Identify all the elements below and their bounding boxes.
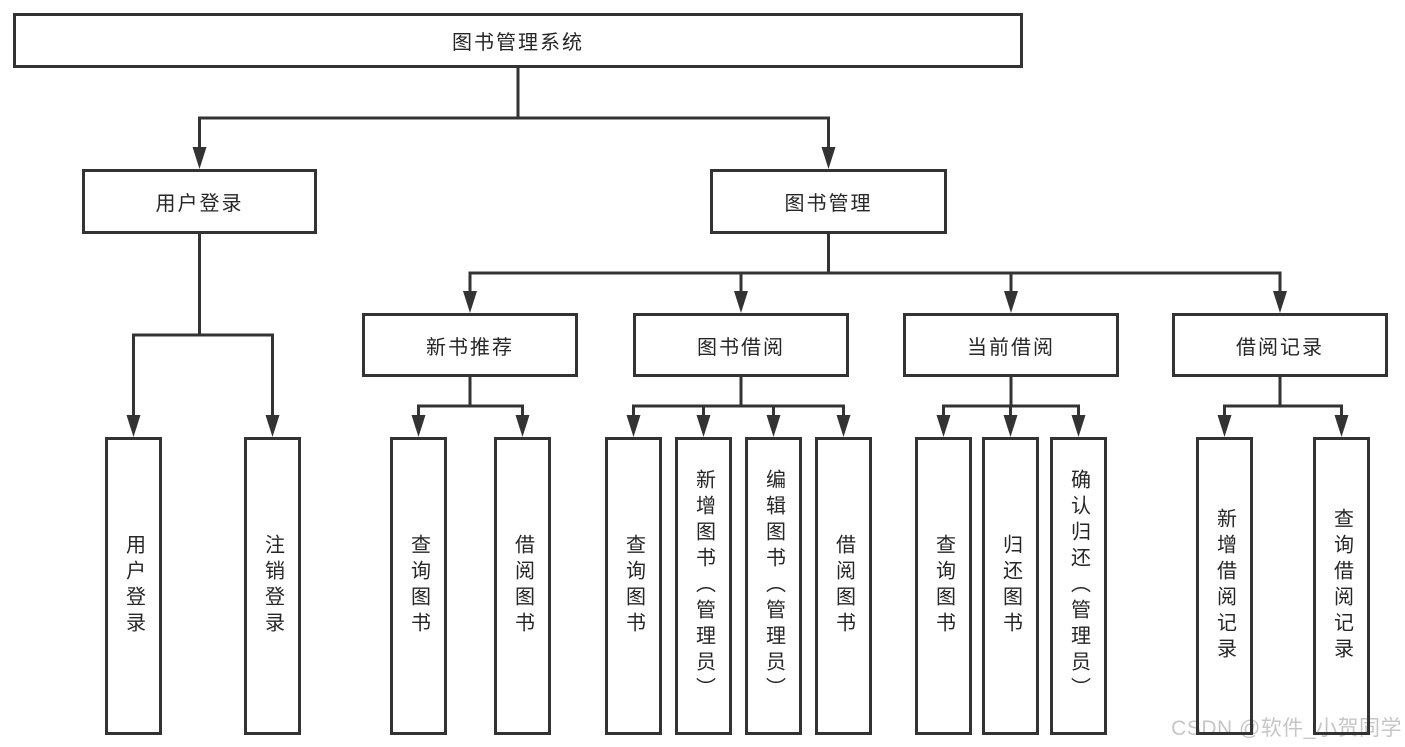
leaf-return-book: 归还图书: [982, 437, 1039, 735]
node-system-root-label: 图书管理系统: [452, 32, 584, 54]
node-system-root: 图书管理系统: [13, 13, 1023, 68]
leaf-edit-book-admin-label: 编辑图书（管理员）: [762, 469, 785, 703]
leaf-query-books-2-label: 查询图书: [622, 534, 645, 638]
leaf-add-borrow-record-label: 新增借阅记录: [1213, 508, 1236, 664]
leaf-query-books-2: 查询图书: [605, 437, 662, 735]
leaf-query-books-3-label: 查询图书: [932, 534, 955, 638]
leaf-add-book-admin: 新增图书（管理员）: [675, 437, 732, 735]
leaf-borrow-books-1-label: 借阅图书: [511, 534, 534, 638]
node-new-book-recommend-label: 新书推荐: [426, 336, 514, 359]
leaf-logout: 注销登录: [244, 437, 301, 735]
leaf-borrow-books-2: 借阅图书: [815, 437, 872, 735]
leaf-query-borrow-record-label: 查询借阅记录: [1330, 508, 1353, 664]
node-user-login: 用户登录: [82, 169, 317, 234]
leaf-query-books-1: 查询图书: [390, 437, 447, 735]
leaf-return-book-label: 归还图书: [999, 534, 1022, 638]
leaf-add-book-admin-label: 新增图书（管理员）: [692, 469, 715, 703]
leaf-confirm-return-admin-label: 确认归还（管理员）: [1067, 469, 1090, 703]
leaf-query-books-1-label: 查询图书: [407, 534, 430, 638]
node-current-borrow-label: 当前借阅: [967, 336, 1055, 359]
leaf-add-borrow-record: 新增借阅记录: [1196, 437, 1253, 735]
leaf-borrow-books-2-label: 借阅图书: [832, 534, 855, 638]
leaf-logout-label: 注销登录: [261, 534, 284, 638]
leaf-confirm-return-admin: 确认归还（管理员）: [1050, 437, 1107, 735]
node-borrow-record: 借阅记录: [1172, 313, 1388, 377]
node-book-borrow: 图书借阅: [633, 313, 849, 377]
leaf-query-borrow-record: 查询借阅记录: [1313, 437, 1370, 735]
leaf-user-login: 用户登录: [105, 437, 162, 735]
leaf-edit-book-admin: 编辑图书（管理员）: [745, 437, 802, 735]
leaf-user-login-label: 用户登录: [122, 534, 145, 638]
leaf-query-books-3: 查询图书: [915, 437, 972, 735]
node-book-management: 图书管理: [710, 169, 947, 234]
node-book-management-label: 图书管理: [784, 193, 873, 215]
node-user-login-label: 用户登录: [155, 193, 244, 215]
watermark: CSDN @软件_小贺同学: [1171, 717, 1402, 740]
node-book-borrow-label: 图书借阅: [697, 336, 785, 359]
leaf-borrow-books-1: 借阅图书: [494, 437, 551, 735]
node-current-borrow: 当前借阅: [903, 313, 1119, 377]
node-new-book-recommend: 新书推荐: [362, 313, 578, 377]
node-borrow-record-label: 借阅记录: [1236, 336, 1324, 359]
